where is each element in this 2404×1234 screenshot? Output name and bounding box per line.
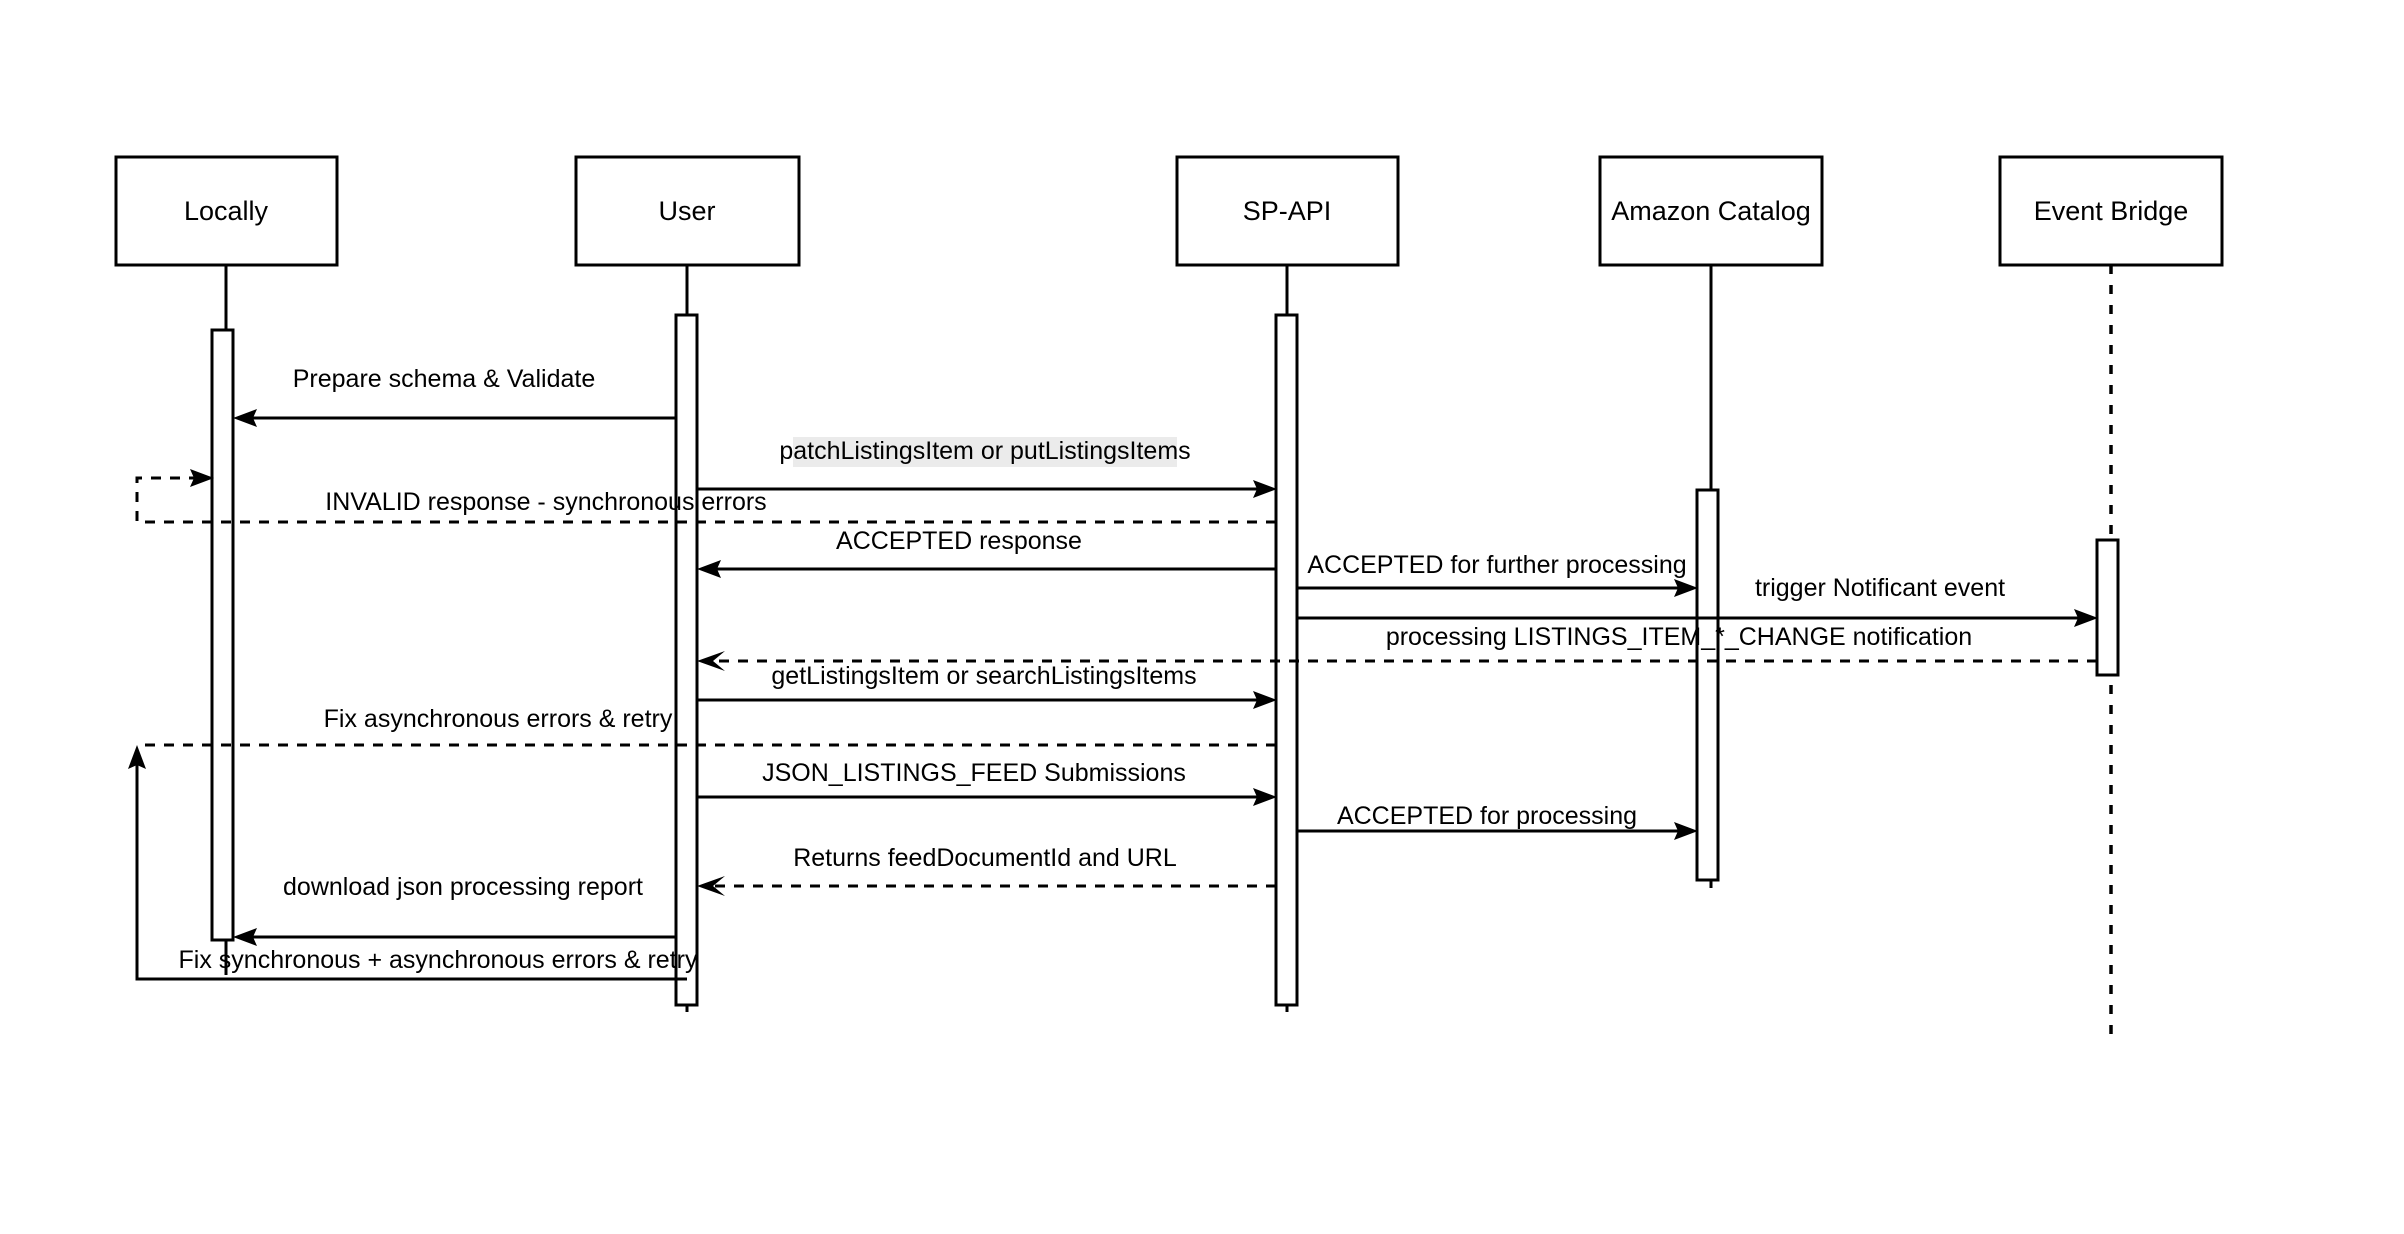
- participant-box[interactable]: [574, 155, 801, 267]
- message-labels-layer: Prepare schema & Validate patchListingsI…: [179, 365, 2006, 974]
- arrowhead-right-icon: [1674, 579, 1698, 597]
- arrowhead-left-icon: [697, 560, 721, 578]
- message-label-m6: trigger Notificant event: [1755, 574, 2005, 602]
- participant-box[interactable]: [1998, 155, 2224, 267]
- message-download-json-processing-report: [233, 928, 676, 946]
- message-label-m8: getListingsItem or searchListingsItems: [771, 662, 1196, 690]
- participant-amazon-catalog[interactable]: Amazon Catalog: [1598, 155, 1824, 267]
- participant-label: Event Bridge: [2034, 196, 2189, 226]
- message-trigger-notificant-event: [1297, 609, 2098, 627]
- participant-label: SP-API: [1243, 196, 1332, 226]
- message-patch-put-listings: [697, 480, 1277, 498]
- participant-user[interactable]: User: [574, 155, 801, 267]
- message-fix-synchronous-asynchronous-errors-retry: [135, 751, 687, 981]
- activation-bar-amazon-catalog: [1695, 488, 1720, 882]
- message-returns-feed-document-id-and-url: [697, 876, 1276, 896]
- arrowhead-right-icon: [190, 469, 214, 487]
- message-label-m13: download json processing report: [283, 873, 643, 901]
- arrowhead-right-icon: [1253, 480, 1277, 498]
- message-accepted-response: [697, 560, 1276, 578]
- participant-event-bridge[interactable]: Event Bridge: [1998, 155, 2224, 267]
- message-json-listings-feed-submissions: [697, 788, 1277, 806]
- message-accepted-for-further-processing: [1297, 579, 1698, 597]
- arrowhead-open-left-icon: [697, 651, 725, 671]
- participant-box[interactable]: [1598, 155, 1824, 267]
- participant-label: Amazon Catalog: [1611, 196, 1811, 226]
- message-processing-listings-item-change-notification: [697, 651, 2097, 671]
- participant-box[interactable]: [1175, 155, 1400, 267]
- arrowhead-right-icon: [1253, 691, 1277, 709]
- arrowhead-left-icon: [233, 409, 257, 427]
- message-line: [135, 476, 1276, 524]
- participant-locally[interactable]: Locally: [114, 155, 339, 267]
- message-accepted-for-processing: [1297, 822, 1698, 840]
- message-prepare-schema-validate: [233, 409, 676, 427]
- message-get-search-listings-items: [697, 691, 1277, 709]
- message-label-m9: Fix asynchronous errors & retry: [324, 705, 673, 733]
- activation-bar-event-bridge: [2095, 538, 2120, 677]
- label-highlight-background: [793, 437, 1177, 467]
- arrowhead-right-icon: [1674, 822, 1698, 840]
- message-label-m5: ACCEPTED for further processing: [1307, 551, 1686, 579]
- messages-layer: [128, 409, 2098, 981]
- message-label-m3: INVALID response - synchronous errors: [325, 488, 766, 516]
- message-label-m14: Fix synchronous + asynchronous errors & …: [179, 946, 698, 974]
- arrowhead-right-icon: [1253, 788, 1277, 806]
- activation-bar-locally: [210, 328, 235, 942]
- message-label-m1: Prepare schema & Validate: [293, 365, 595, 393]
- message-label-m10: JSON_LISTINGS_FEED Submissions: [762, 759, 1186, 787]
- participants-layer: Locally User SP-API Amazon Catalog Event…: [114, 155, 2224, 267]
- message-invalid-response-synchronous-errors: [135, 469, 1276, 524]
- participant-sp-api[interactable]: SP-API: [1175, 155, 1400, 267]
- activation-bar-user: [674, 313, 699, 1007]
- participant-box[interactable]: [114, 155, 339, 267]
- activation-bars-layer: [210, 313, 2120, 1007]
- message-label-m4: ACCEPTED response: [836, 527, 1082, 555]
- message-label-m12: Returns feedDocumentId and URL: [793, 844, 1177, 872]
- participant-label: Locally: [184, 196, 269, 226]
- participant-label: User: [658, 196, 715, 226]
- message-label-m2: patchListingsItem or putListingsItems: [779, 437, 1190, 465]
- message-label-m7: processing LISTINGS_ITEM_*_CHANGE notifi…: [1386, 623, 1972, 651]
- arrowhead-left-icon: [233, 928, 257, 946]
- message-line: [135, 751, 687, 981]
- message-label-m11: ACCEPTED for processing: [1337, 802, 1637, 830]
- arrowhead-open-left-icon: [697, 876, 725, 896]
- arrowhead-right-icon: [2074, 609, 2098, 627]
